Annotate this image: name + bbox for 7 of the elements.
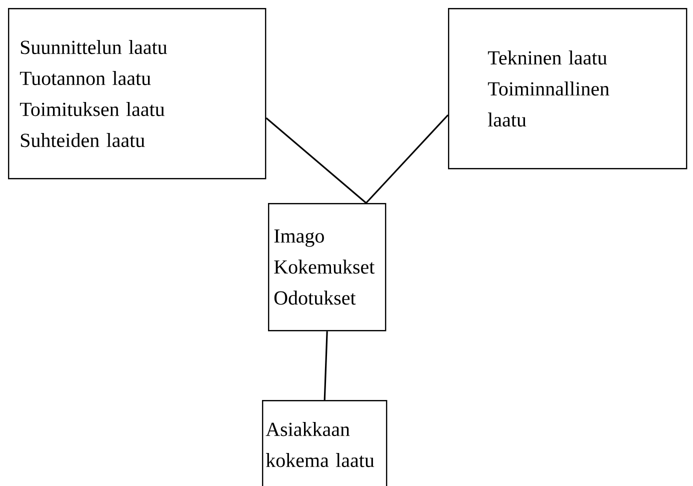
text-box: Asiakkaan kokema laatu [262,400,388,486]
connector-line [324,331,328,400]
text-box: Tekninen laatu Toiminnallinen laatu [448,8,688,170]
text-box: Imago Kokemukset Odotukset [268,203,386,332]
text-box: Suunnittelun laatu Tuotannon laatu Toimituksen laatu Suhteiden laatu [8,8,266,180]
connector-line [366,114,449,204]
connector-line [266,117,367,204]
